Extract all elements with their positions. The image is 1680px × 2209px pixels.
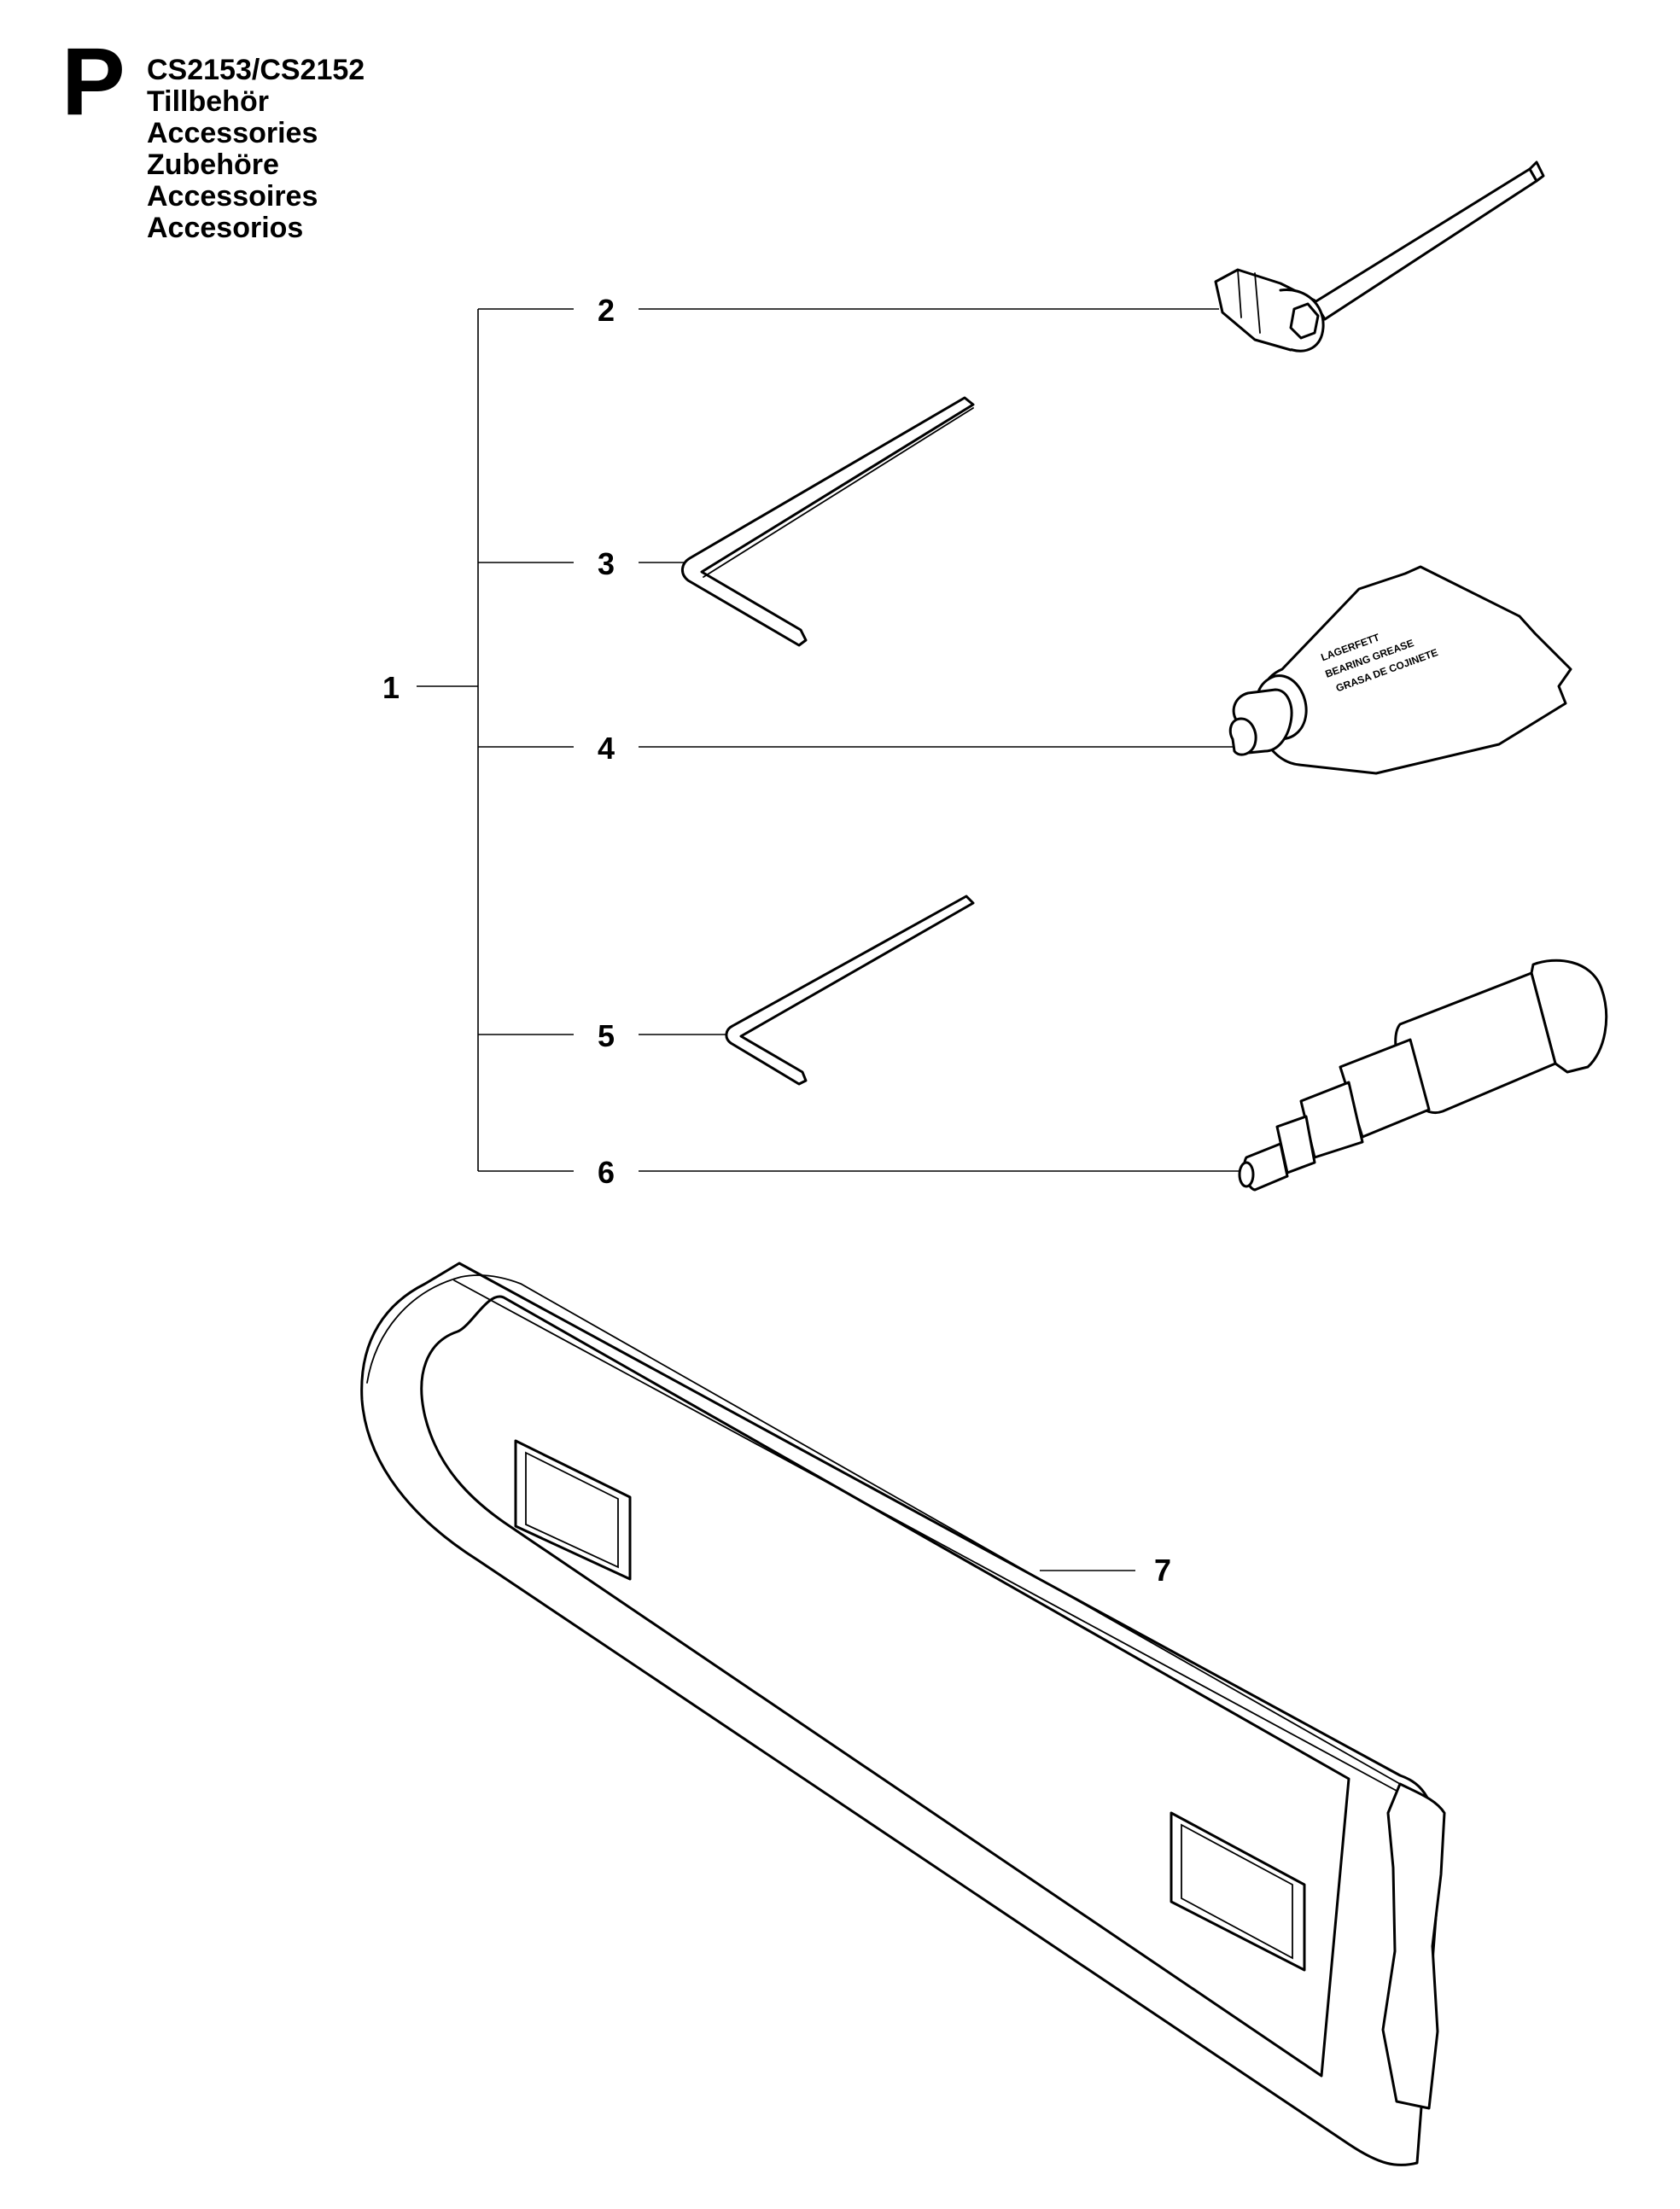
page-header: CS2153/CS2152 Tillbehör Accessories Zube…: [147, 55, 365, 244]
title-swedish: Tillbehör: [147, 85, 269, 118]
callout-4: 4: [598, 731, 615, 766]
grease-gun-icon: [1238, 959, 1608, 1192]
leader-lines: [639, 308, 1245, 1571]
callout-6: 6: [598, 1155, 615, 1190]
title-french: Accessoires: [147, 180, 318, 213]
small-hex-key-icon: [725, 895, 975, 1086]
bar-cover-icon: [360, 1262, 1446, 2166]
title-english: Accessories: [147, 117, 318, 149]
model-number: CS2153/CS2152: [147, 54, 365, 86]
callout-2: 2: [598, 293, 615, 328]
callout-5: 5: [598, 1018, 615, 1053]
combination-wrench-icon: [1214, 160, 1545, 353]
callout-3: 3: [598, 546, 615, 581]
title-german: Zubehöre: [147, 149, 279, 181]
section-letter: P: [61, 28, 125, 135]
callout-7: 7: [1154, 1553, 1171, 1588]
callout-bracket: [417, 308, 574, 1172]
grease-tube-icon: LAGERFETT BEARING GREASE GRASA DE COJINE…: [1228, 565, 1572, 775]
callout-1: 1: [382, 670, 400, 705]
title-spanish: Accesorios: [147, 212, 304, 244]
large-hex-key-icon: [681, 396, 975, 647]
